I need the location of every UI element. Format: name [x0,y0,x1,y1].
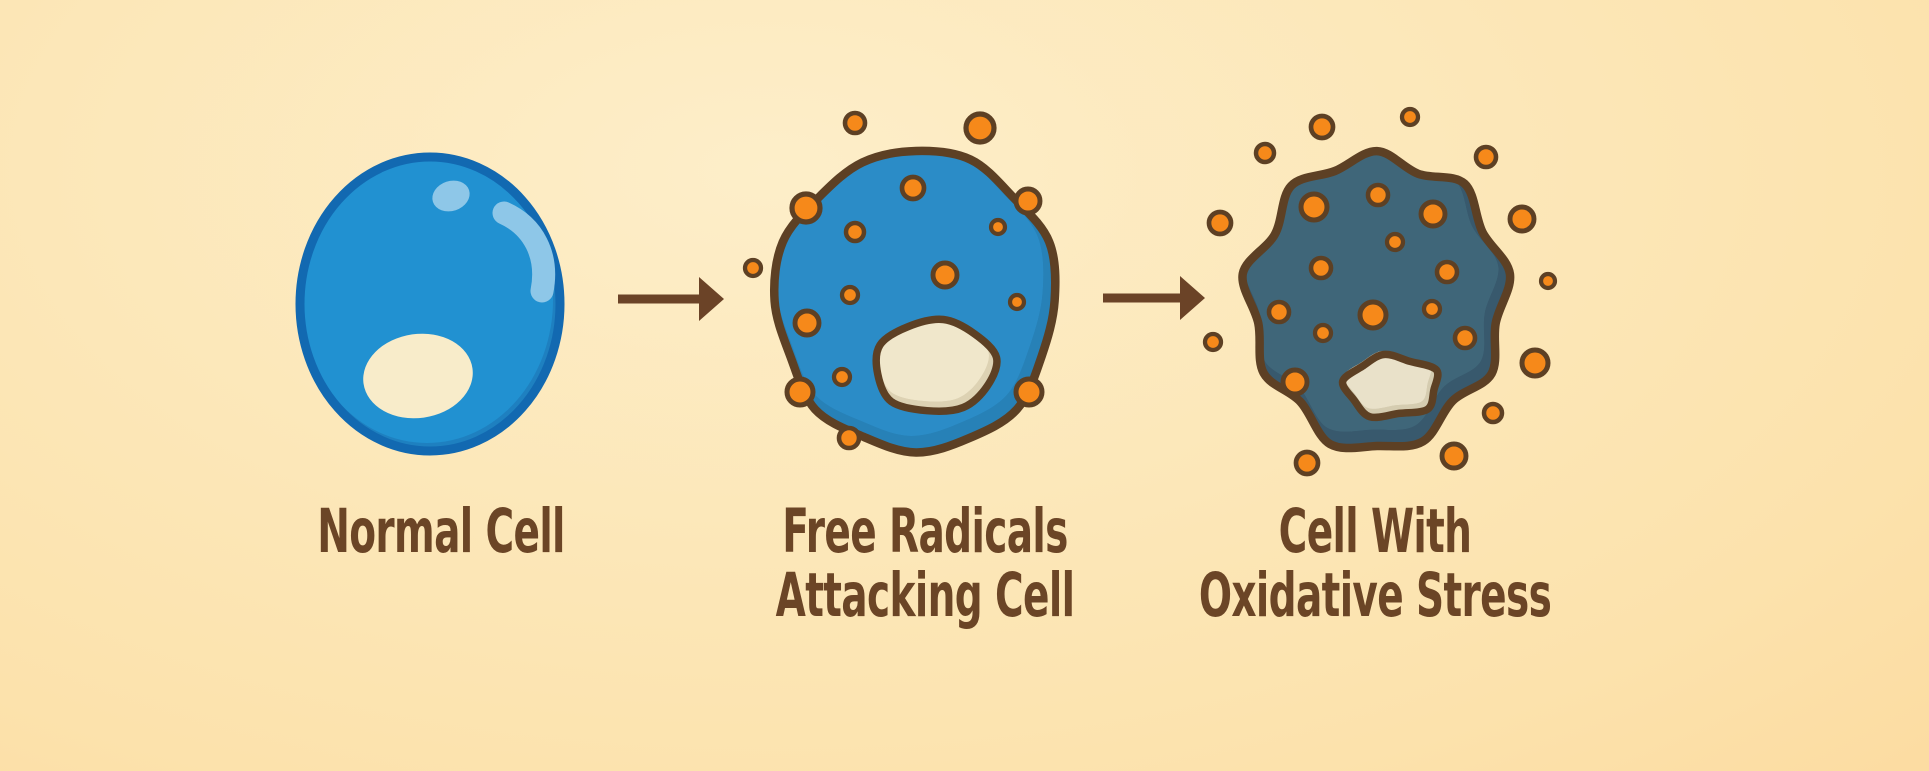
free-radical-dot [831,366,853,388]
free-radical-dot [1399,106,1421,128]
free-radical-dot [843,220,867,244]
free-radicals-attacking-cell-label: Free Radicals Attacking Cell [692,500,1159,628]
free-radical-dot [1298,191,1330,223]
free-radical-dot [1452,325,1478,351]
free-radical-dot [963,111,997,145]
free-radicals [742,110,1045,451]
free-radical-dot [1421,298,1443,320]
free-radical-dot [1384,231,1406,253]
free-radical-dot [1013,376,1045,408]
stage-label-line: Oxidative Stress [1198,560,1552,631]
free-radical-dot [930,260,960,290]
free-radical-dot [1507,204,1537,234]
normal-cell-figure [295,152,565,456]
free-radical-dot [792,308,822,338]
free-radical-dot [1481,401,1505,425]
cell-nucleus [1338,350,1442,422]
free-radical-dot [1266,299,1292,325]
free-radical-dot [836,425,862,451]
cell-nucleus [363,333,473,419]
free-radical-dot [1308,255,1334,281]
free-radical-dot [1365,182,1391,208]
free-radical-dot [1434,259,1460,285]
stage-label-line: Normal Cell [317,496,565,567]
cell-shine-dot [432,180,470,212]
free-radical-dot [899,174,927,202]
arrow-icon [618,277,724,321]
free-radical-dot [1473,144,1499,170]
transition-arrow [1103,276,1205,320]
free-radicals [1202,106,1558,477]
free-radical-dot [1312,322,1334,344]
stage-label-line: Attacking Cell [775,560,1075,631]
free-radical-dot [1253,141,1277,165]
free-radical-dot [1293,449,1321,477]
free-radical-dot [839,284,861,306]
cell-shine-crescent [492,201,556,303]
free-radical-dot [1439,441,1469,471]
free-radical-dot [1308,113,1336,141]
cell-with-oxidative-stress-label: Cell With Oxidative Stress [1100,500,1651,628]
free-radical-dot [784,376,816,408]
free-radical-dot [742,257,764,279]
cell-nucleus [872,315,1001,415]
stage-label-line: Free Radicals [782,496,1068,567]
stage-label-line: Cell With [1278,496,1472,567]
free-radical-dot [1357,299,1389,331]
free-radical-dot [842,110,868,136]
free-radical-dot [988,217,1008,237]
free-radical-dot [1206,209,1234,237]
free-radical-dot [1202,331,1224,353]
free-radical-dot [1007,292,1027,312]
free-radical-dot [1418,199,1448,229]
free-radical-dot [789,191,823,225]
transition-arrow [618,277,724,321]
free-radical-dot [1013,186,1043,216]
free-radical-dot [1519,347,1551,379]
normal-cell-label: Normal Cell [248,500,635,564]
free-radical-dot [1280,367,1310,397]
free-radical-dot [1538,271,1558,291]
arrow-icon [1103,276,1205,320]
